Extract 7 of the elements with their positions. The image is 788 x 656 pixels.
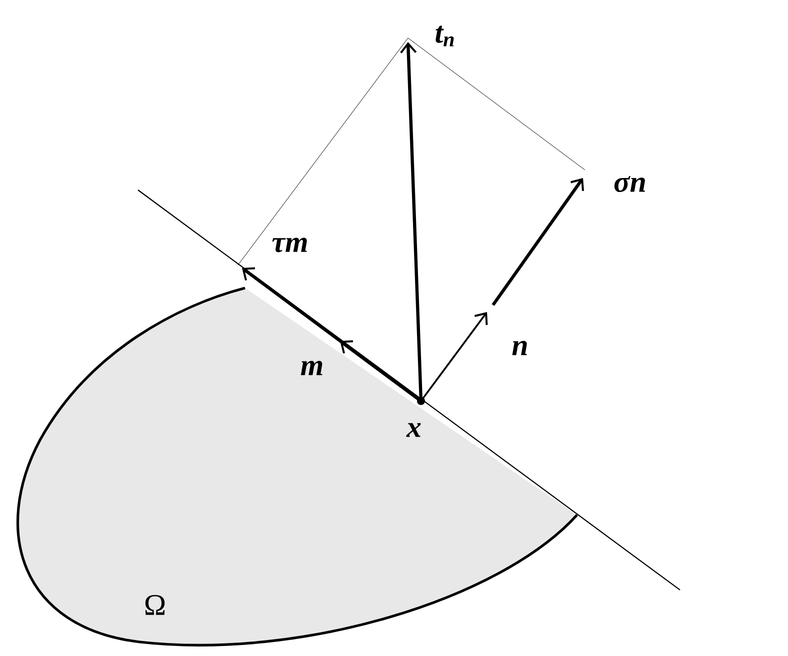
vector-label: t$_{n}$ — [436, 26, 454, 46]
vector-label: τm — [272, 238, 307, 252]
vector-label: n — [512, 340, 527, 356]
vector-label: m — [300, 360, 322, 376]
region-label: Ω — [145, 595, 165, 615]
vector-label: σn — [614, 176, 645, 192]
point-label: x — [406, 423, 421, 437]
